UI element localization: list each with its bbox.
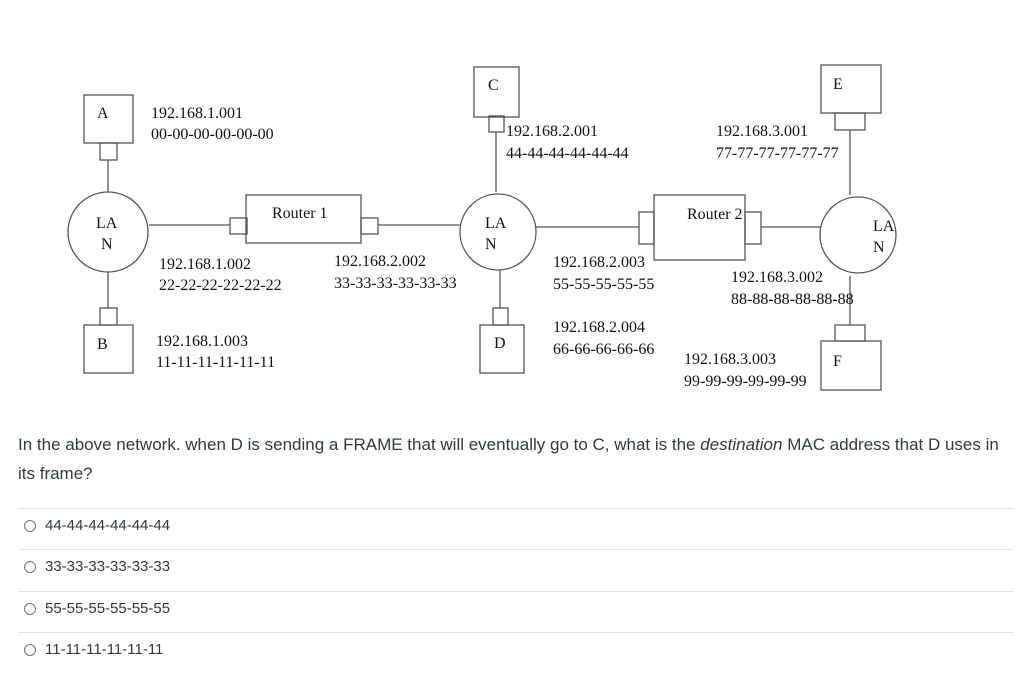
router1-label: Router 1 xyxy=(272,205,328,222)
d-ip: 192.168.2.004 xyxy=(553,319,645,336)
r2-right-mac: 88-88-88-88-88-88 xyxy=(731,291,854,308)
f-ip: 192.168.3.003 xyxy=(684,351,776,368)
radio-button[interactable] xyxy=(24,520,36,532)
question-emphasis: destination xyxy=(700,435,783,454)
option-label: 55-55-55-55-55-55 xyxy=(45,600,171,617)
lan3-label: LA xyxy=(873,218,895,235)
host-f-label: F xyxy=(833,353,842,370)
radio-button[interactable] xyxy=(24,603,36,615)
host-b-label: B xyxy=(97,336,108,353)
c-mac: 44-44-44-44-44-44 xyxy=(506,145,629,162)
answer-option-1[interactable]: 44-44-44-44-44-44 xyxy=(18,508,1014,550)
r2-right-ip: 192.168.3.002 xyxy=(731,269,823,286)
b-ip: 192.168.1.003 xyxy=(156,333,248,350)
answer-option-2[interactable]: 33-33-33-33-33-33 xyxy=(18,549,1014,591)
a-ip: 192.168.1.001 xyxy=(151,105,243,122)
lan2-label-2: N xyxy=(485,236,497,253)
host-d-label: D xyxy=(494,335,506,352)
answer-option-4[interactable]: 11-11-11-11-11-11 xyxy=(18,632,1014,674)
radio-button[interactable] xyxy=(24,561,36,573)
r1-right-mac: 33-33-33-33-33-33 xyxy=(334,275,457,292)
lan2-label: LA xyxy=(485,215,507,232)
lan1-label-2: N xyxy=(101,236,113,253)
host-a-label: A xyxy=(97,105,109,122)
question-part1: In the above network. when D is sending … xyxy=(18,435,701,454)
f-mac: 99-99-99-99-99-99 xyxy=(684,373,807,390)
option-label: 44-44-44-44-44-44 xyxy=(45,517,171,534)
host-c-label: C xyxy=(488,77,499,94)
option-label: 33-33-33-33-33-33 xyxy=(45,558,171,575)
lan1-label: LA xyxy=(96,215,118,232)
r1-right-ip: 192.168.2.002 xyxy=(334,253,426,270)
router2-label: Router 2 xyxy=(687,206,743,223)
c-ip: 192.168.2.001 xyxy=(506,123,598,140)
a-mac: 00-00-00-00-00-00 xyxy=(151,126,274,143)
radio-button[interactable] xyxy=(24,644,36,656)
r1-left-ip: 192.168.1.002 xyxy=(159,256,251,273)
lan3-label-2: N xyxy=(873,239,885,256)
r2-left-mac: 55-55-55-55-55 xyxy=(553,276,654,293)
answer-option-3[interactable]: 55-55-55-55-55-55 xyxy=(18,591,1014,633)
r2-left-ip: 192.168.2.003 xyxy=(553,254,645,271)
network-diagram: A B C D E F LA N LA N LA N Router 1 Rout… xyxy=(67,64,897,391)
d-mac: 66-66-66-66-66 xyxy=(553,341,654,358)
question-part2: MAC address that D uses in its frame? xyxy=(18,435,999,483)
question-text: In the above network. when D is sending … xyxy=(18,430,1013,488)
option-label: 11-11-11-11-11-11 xyxy=(45,641,164,658)
r1-left-mac: 22-22-22-22-22-22 xyxy=(159,277,282,294)
e-mac: 77-77-77-77-77-77 xyxy=(716,145,839,162)
e-ip: 192.168.3.001 xyxy=(716,123,808,140)
b-mac: 11-11-11-11-11-11 xyxy=(156,354,275,371)
host-e-label: E xyxy=(833,76,843,93)
